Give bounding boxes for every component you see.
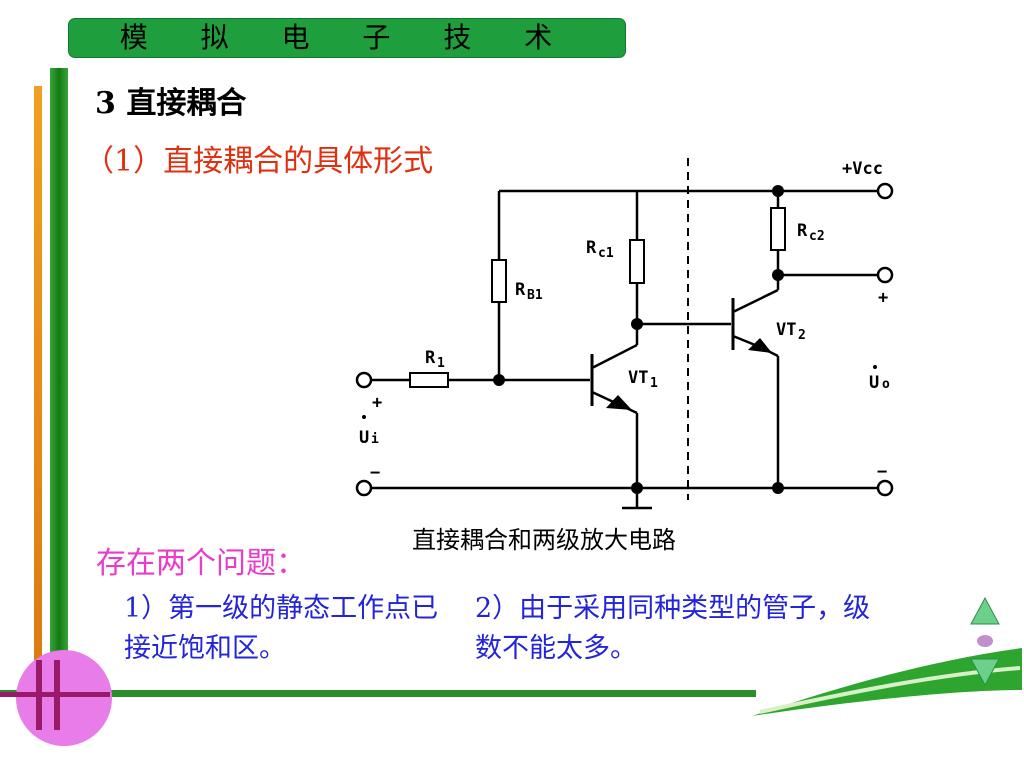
vt2-label: VT bbox=[776, 320, 796, 340]
title-bar: 模 拟 电 子 技 术 bbox=[68, 18, 626, 58]
input-plus-label: + bbox=[372, 393, 382, 413]
decorative-circle-bar bbox=[0, 692, 110, 697]
rc1-subscript: c1 bbox=[598, 246, 614, 261]
output-plus-label: + bbox=[878, 288, 888, 308]
rb1-subscript: B1 bbox=[527, 288, 543, 303]
problems-title: 存在两个问题： bbox=[96, 546, 306, 581]
vcc-label: +Vcc bbox=[842, 159, 883, 179]
vt1-label: VT bbox=[628, 368, 648, 388]
figure-caption: 直接耦合和两级放大电路 bbox=[412, 526, 676, 554]
uo-subscript: o bbox=[882, 377, 890, 392]
rc1-label: R bbox=[586, 238, 597, 258]
vt1-subscript: 1 bbox=[650, 376, 658, 391]
left-green-stripe bbox=[50, 68, 68, 700]
r1-label: R bbox=[425, 348, 436, 368]
section-subheading: （1）直接耦合的具体形式 bbox=[84, 144, 434, 179]
uo-label: U bbox=[869, 373, 879, 393]
rc2-label: R bbox=[797, 221, 808, 241]
bottom-green-bar bbox=[0, 690, 756, 697]
nav-down-icon[interactable] bbox=[970, 658, 1000, 687]
output-minus-label: − bbox=[877, 462, 887, 482]
ui-subscript: i bbox=[371, 432, 379, 447]
rc2-subscript: c2 bbox=[809, 229, 825, 244]
left-orange-stripe bbox=[34, 86, 42, 726]
problem-item-1: 1）第一级的静态工作点已接近饱和区。 bbox=[124, 593, 439, 664]
page-title: 模 拟 电 子 技 术 bbox=[119, 21, 575, 54]
problem-item-2: 2）由于采用同种类型的管子，级数不能太多。 bbox=[475, 593, 871, 664]
section-heading: 3 直接耦合 bbox=[95, 86, 247, 121]
r1-subscript: 1 bbox=[437, 356, 445, 371]
input-minus-label: − bbox=[370, 463, 380, 483]
rb1-label: R bbox=[515, 280, 526, 300]
vt2-subscript: 2 bbox=[798, 328, 806, 343]
nav-home-icon[interactable] bbox=[977, 635, 993, 647]
decorative-circle bbox=[0, 650, 112, 746]
nav-up-icon[interactable] bbox=[970, 596, 1000, 625]
ui-label: U bbox=[359, 428, 369, 448]
